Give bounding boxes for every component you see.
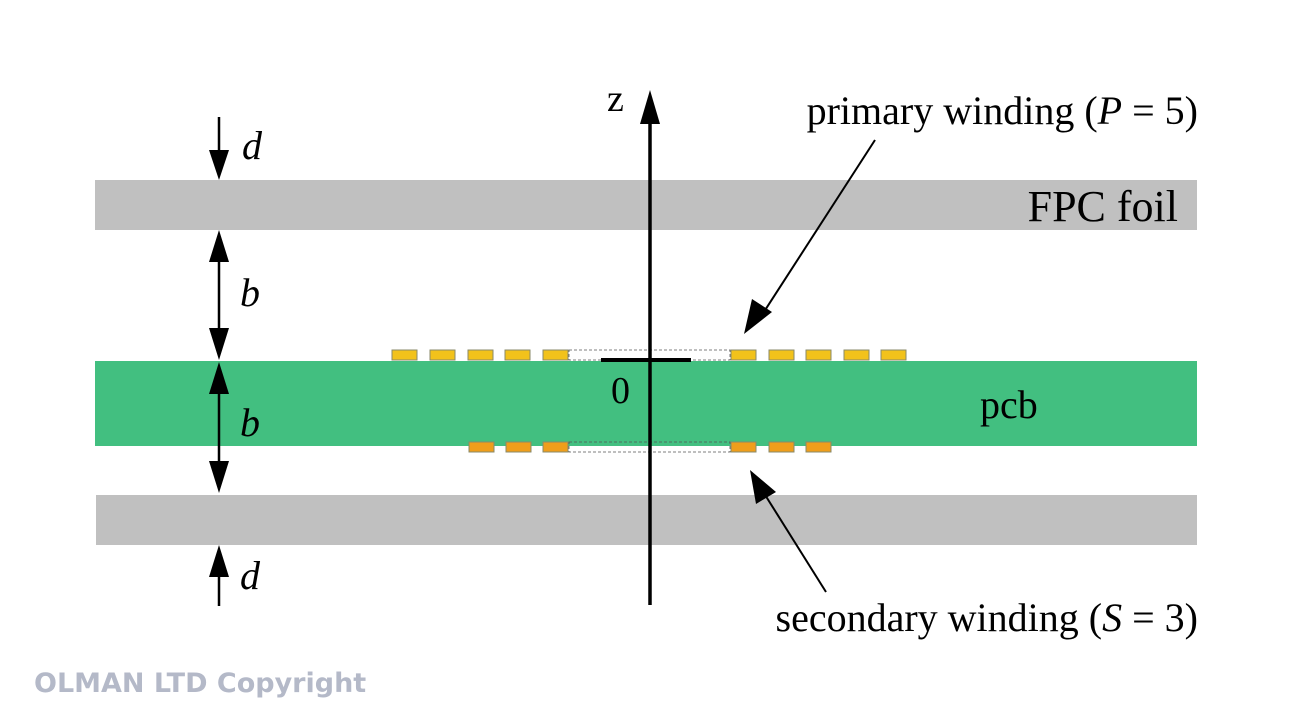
secondary-winding-eq: = 3) [1122, 595, 1198, 640]
dim-d-top-arrowhead [209, 150, 229, 180]
dim-b-lower-arrowhead-top [209, 362, 229, 394]
primary-winding-text: primary winding ( [807, 88, 1098, 133]
fpc-foil-bottom [96, 495, 1197, 545]
primary-conductor [880, 349, 907, 361]
primary-conductor [467, 349, 494, 361]
dim-b-upper-label: b [240, 270, 260, 315]
pcb-layer [95, 361, 1197, 446]
fpc-foil-label: FPC foil [1028, 182, 1178, 231]
pcb-label: pcb [980, 382, 1038, 427]
axis-z-label: z [607, 78, 624, 120]
primary-conductor [542, 349, 569, 361]
dim-d-bottom-arrowhead [209, 545, 229, 577]
secondary-leader-line [761, 489, 827, 593]
secondary-winding-right [730, 441, 832, 453]
secondary-conductor [505, 441, 532, 453]
primary-winding-label: primary winding (P = 5) [807, 88, 1198, 133]
primary-winding-left [391, 349, 569, 361]
secondary-conductor [468, 441, 495, 453]
primary-conductor [429, 349, 456, 361]
primary-conductor [768, 349, 795, 361]
dim-b-lower-arrowhead-bottom [209, 461, 229, 493]
primary-winding-eq: = 5) [1122, 88, 1198, 133]
primary-leader-arrowhead [744, 299, 772, 334]
dim-b-upper-arrowhead-top [209, 230, 229, 262]
origin-label: 0 [611, 370, 630, 412]
secondary-winding-label: secondary winding (S = 3) [776, 595, 1198, 640]
secondary-conductor [805, 441, 832, 453]
z-axis-arrowhead [640, 90, 660, 124]
secondary-conductor [768, 441, 795, 453]
primary-conductor [805, 349, 832, 361]
dim-d-bottom-label: d [240, 553, 261, 598]
dim-b-lower-label: b [240, 400, 260, 445]
primary-winding-right [730, 349, 907, 361]
primary-conductor [730, 349, 757, 361]
secondary-winding-text: secondary winding ( [776, 595, 1103, 640]
primary-leader-line [759, 139, 876, 319]
dim-b-upper-arrowhead-bottom [209, 328, 229, 360]
primary-conductor [843, 349, 870, 361]
secondary-conductor [542, 441, 569, 453]
dim-d-top-label: d [242, 123, 263, 168]
copyright-watermark: OLMAN LTD Copyright [34, 668, 366, 699]
secondary-winding-var: S [1102, 595, 1122, 640]
fpc-foil-top [95, 180, 1197, 230]
primary-conductor [504, 349, 531, 361]
primary-conductor [391, 349, 418, 361]
secondary-winding-left [468, 441, 569, 453]
secondary-conductor [730, 441, 757, 453]
secondary-leader-arrowhead [750, 470, 776, 504]
primary-winding-var: P [1097, 88, 1122, 133]
